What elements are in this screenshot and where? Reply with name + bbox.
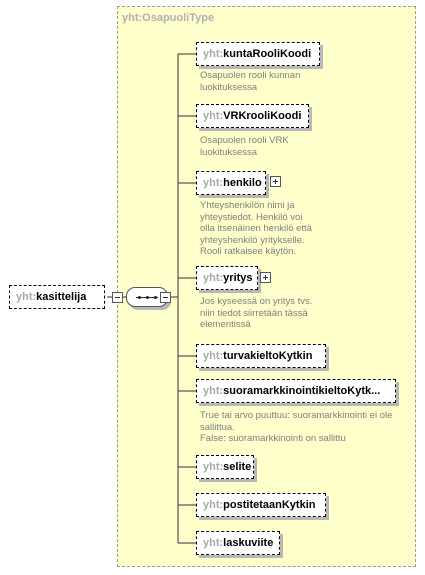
element-yritys[interactable]: yht:yritys: [196, 266, 258, 290]
expand-icon[interactable]: [270, 176, 281, 187]
element-postitetaan-kytkin[interactable]: yht:postitetaanKytkin: [196, 493, 326, 517]
element-description: Jos kyseessä on yritys tvs.niin tiedot s…: [200, 296, 313, 330]
element-henkilo[interactable]: yht:henkilo: [196, 171, 266, 195]
element-suoramarkkinointikielto-kytkin[interactable]: yht:suoramarkkinointikieltoKytk...: [196, 379, 396, 403]
element-kuntarooli-koodi[interactable]: yht:kuntaRooliKoodi: [196, 42, 320, 66]
type-title: yht:OsapuoliType: [122, 12, 215, 24]
element-selite[interactable]: yht:selite: [196, 455, 254, 479]
sequence-icon: [136, 296, 158, 299]
osapuoli-type-box: [117, 6, 416, 567]
element-description: True tai arvo puuttuu: suoramarkkinointi…: [200, 410, 393, 444]
element-vrkrooli-koodi[interactable]: yht:VRKrooliKoodi: [196, 104, 309, 128]
root-element-kasittelija[interactable]: yht:kasittelija: [9, 285, 105, 309]
sequence-collapse-icon[interactable]: [160, 292, 171, 303]
expand-icon[interactable]: [260, 272, 271, 283]
element-laskuviite[interactable]: yht:laskuviite: [196, 531, 280, 555]
element-turvakielto-kytkin[interactable]: yht:turvakieltoKytkin: [196, 344, 326, 368]
collapse-icon[interactable]: [112, 292, 123, 303]
